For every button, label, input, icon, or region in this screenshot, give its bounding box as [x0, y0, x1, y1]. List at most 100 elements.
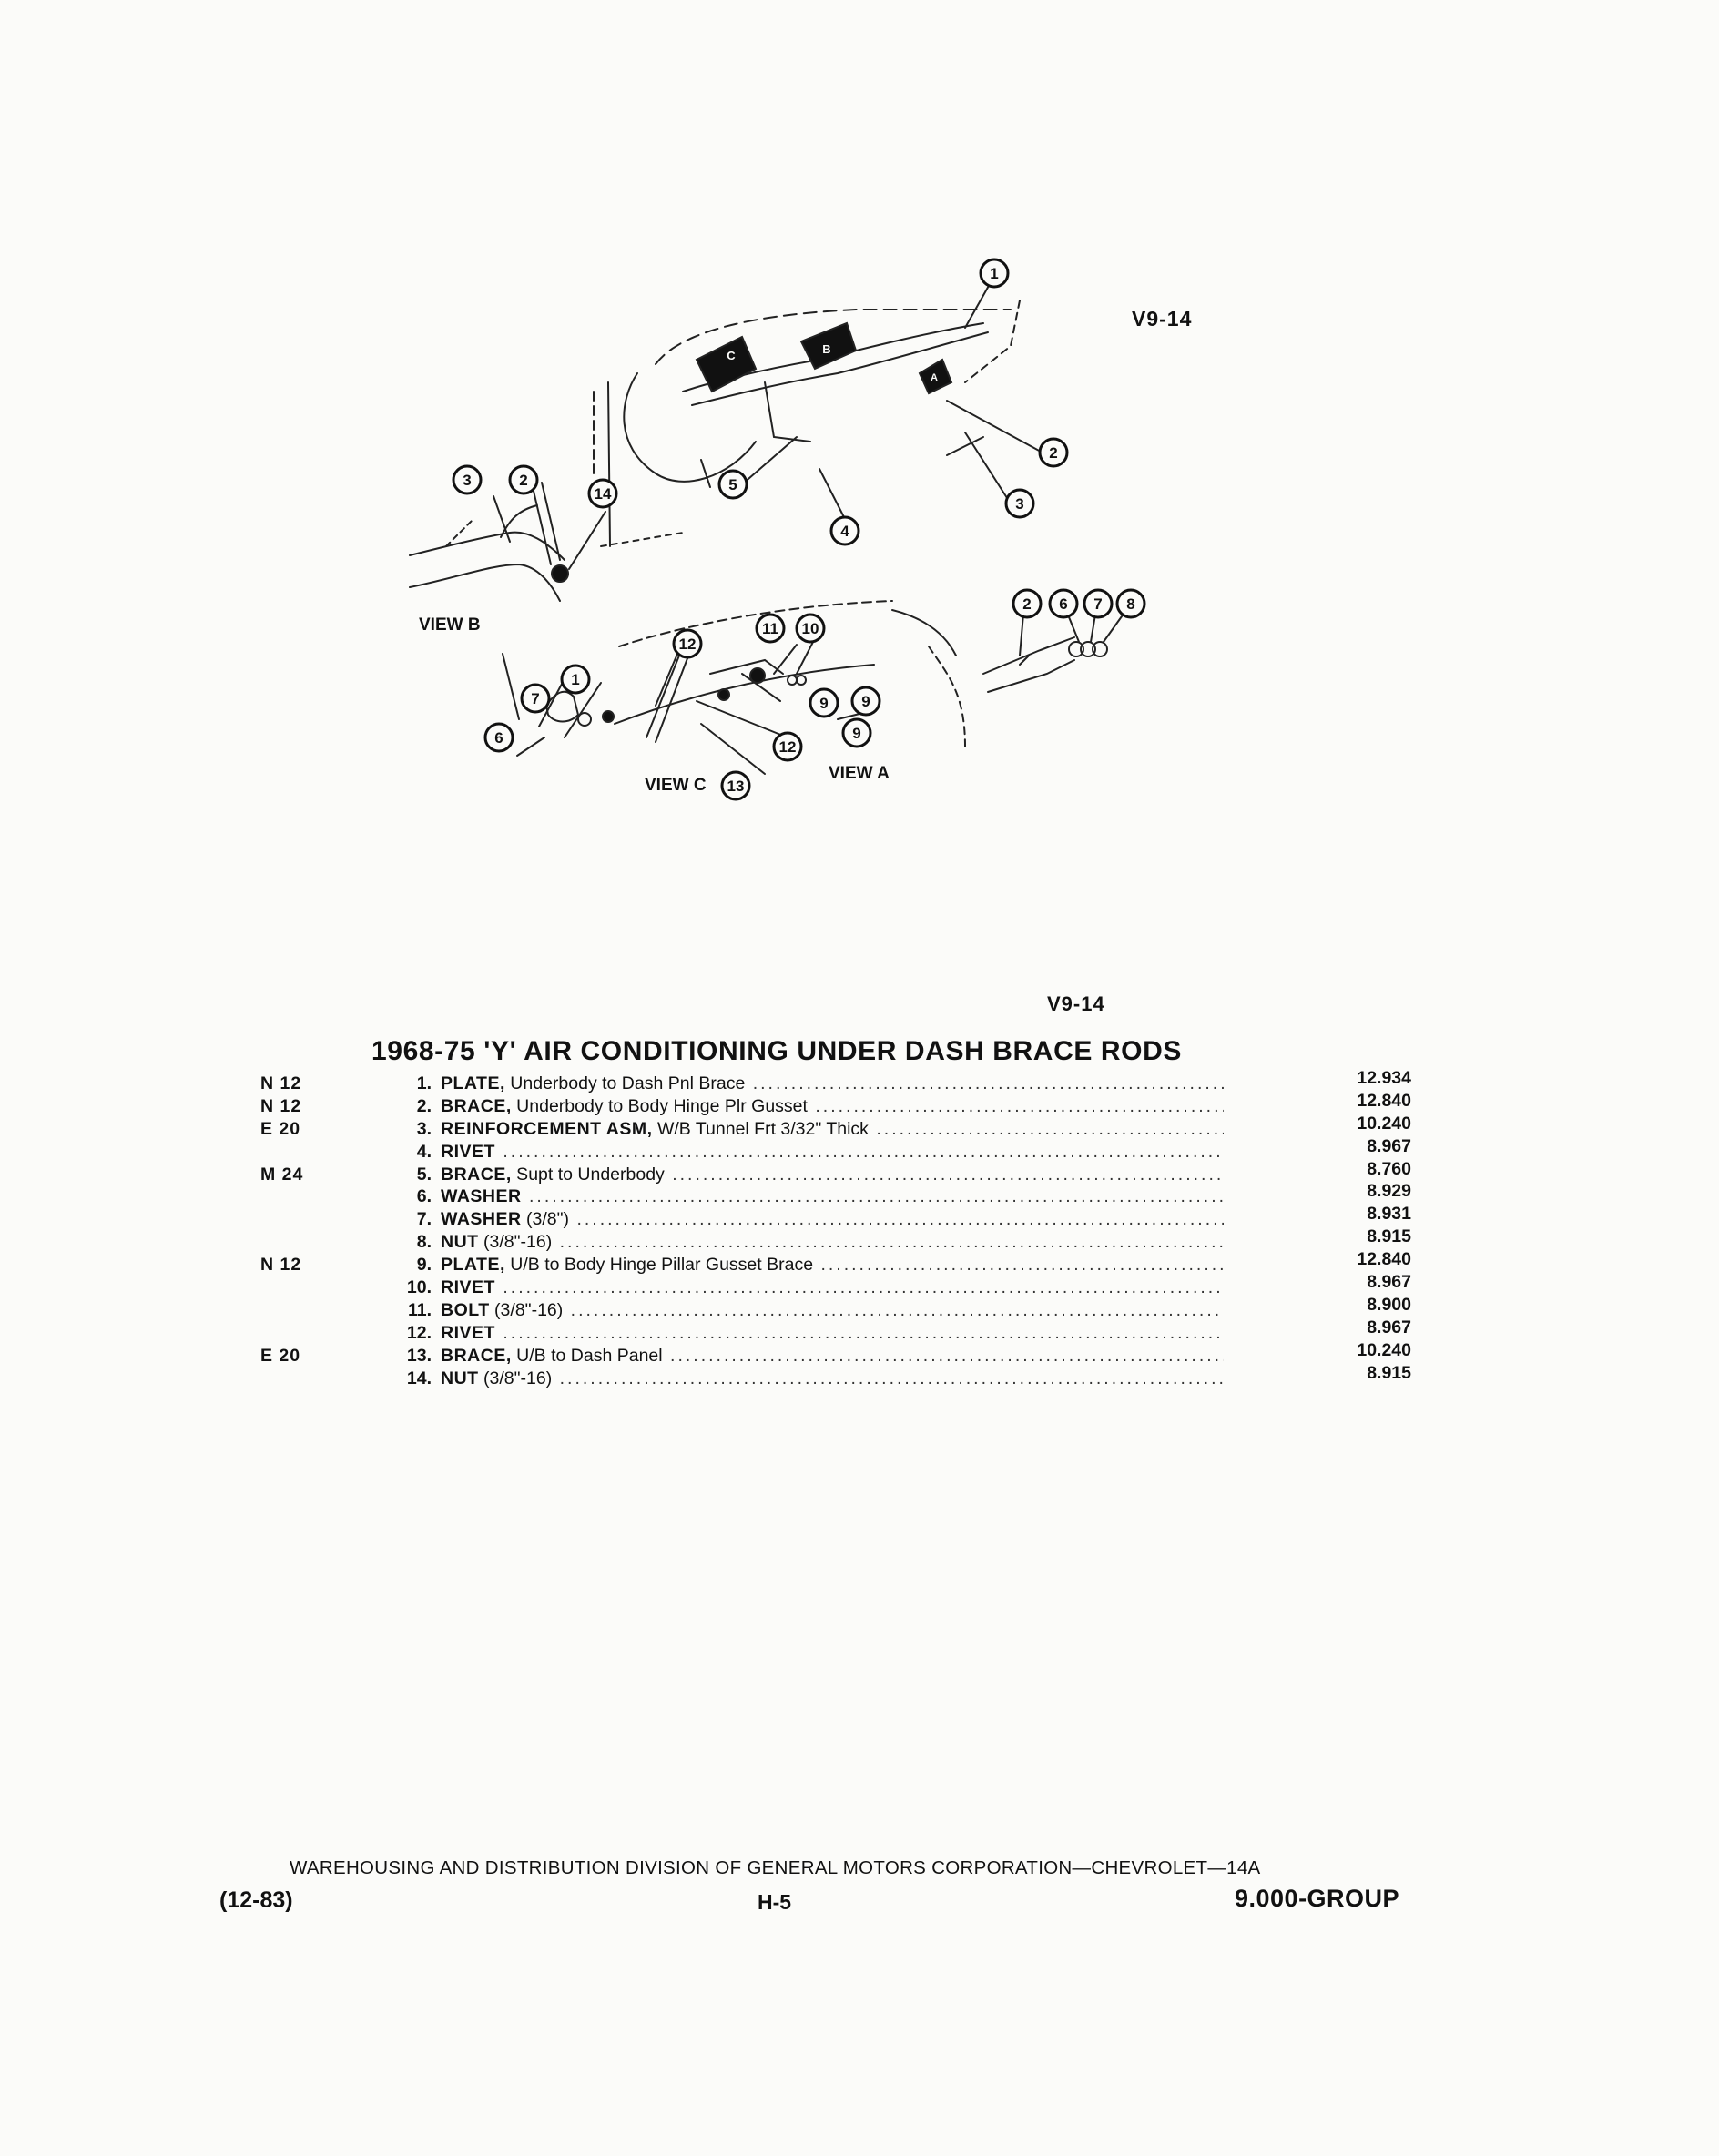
- svg-text:1: 1: [990, 265, 998, 282]
- leader-dots: ........................................…: [559, 1368, 1224, 1388]
- svg-text:C: C: [727, 349, 736, 362]
- part-row: 11.BOLT (3/8"-16) ......................…: [255, 1295, 1411, 1322]
- part-row: 4.RIVET ................................…: [255, 1136, 1411, 1164]
- footer-group: 9.000-GROUP: [1235, 1885, 1400, 1912]
- part-description: BRACE, U/B to Dash Panel ...............…: [441, 1345, 1224, 1368]
- callout-circles: [452, 258, 1146, 801]
- part-row: 6.WASHER ...............................…: [255, 1181, 1411, 1208]
- leader-dots: ........................................…: [503, 1322, 1224, 1343]
- leader-dots: ........................................…: [559, 1232, 1224, 1253]
- part-price: 12.840: [1357, 1249, 1411, 1270]
- part-number: 12.: [406, 1322, 432, 1343]
- part-number: 6.: [416, 1186, 432, 1207]
- part-row: N 12 9. PLATE, U/B to Body Hinge Pillar Gu…: [255, 1249, 1411, 1276]
- part-detail: Underbody to Dash Pnl Brace: [504, 1073, 746, 1093]
- part-price: 8.900: [1367, 1294, 1411, 1315]
- svg-text:11: 11: [762, 620, 778, 637]
- part-name: RIVET: [441, 1322, 495, 1343]
- leader-dots: ........................................…: [670, 1345, 1224, 1366]
- part-row: 14. NUT (3/8"-16) .......................…: [255, 1363, 1411, 1390]
- part-price: 10.240: [1357, 1113, 1411, 1134]
- leader-dots: ........................................…: [570, 1299, 1224, 1320]
- leader-dots: ........................................…: [815, 1095, 1224, 1116]
- diagram-ref-code: V9-14: [1132, 307, 1193, 331]
- exploded-parts-diagram: 1 2 3 4 5 3 2 14 12 11 10 9 12 13 1 7 6 …: [409, 258, 1146, 801]
- leader-dots: ........................................…: [820, 1255, 1224, 1276]
- part-name: NUT: [441, 1232, 479, 1253]
- svg-text:12: 12: [779, 738, 797, 756]
- part-name: BRACE,: [441, 1095, 512, 1116]
- part-price: 8.915: [1367, 1362, 1411, 1383]
- part-detail: U/B to Body Hinge Pillar Gusset Brace: [504, 1255, 814, 1276]
- svg-text:2: 2: [1022, 595, 1031, 613]
- part-row: 8. NUT (3/8"-16) ........................…: [255, 1226, 1411, 1254]
- part-detail: Underbody to Body Hinge Plr Gusset: [511, 1095, 808, 1116]
- part-price: 12.840: [1357, 1090, 1411, 1111]
- footer-date: (12-83): [219, 1887, 293, 1913]
- part-row: N 12 2. BRACE, Underbody to Body Hinge Plr…: [255, 1091, 1411, 1118]
- svg-text:2: 2: [519, 472, 527, 489]
- part-name: REINFORCEMENT ASM,: [441, 1118, 653, 1139]
- svg-text:4: 4: [840, 523, 849, 540]
- part-code: E 20: [260, 1345, 301, 1366]
- part-price: 8.929: [1367, 1181, 1411, 1202]
- svg-text:A: A: [931, 372, 938, 383]
- part-code: E 20: [260, 1118, 301, 1139]
- part-number: 8.: [416, 1232, 432, 1253]
- footer-page-number: H-5: [758, 1890, 792, 1914]
- part-detail: (3/8"-16): [478, 1232, 553, 1253]
- leader-dots: ........................................…: [503, 1141, 1224, 1162]
- part-code: N 12: [260, 1255, 302, 1276]
- part-row: 7.WASHER (3/8") ........................…: [255, 1204, 1411, 1231]
- view-b-label: VIEW B: [419, 615, 481, 635]
- part-row: 12. RIVET ...............................…: [255, 1317, 1411, 1345]
- part-number: 7.: [416, 1209, 432, 1230]
- svg-text:7: 7: [1093, 595, 1102, 613]
- part-price: 10.240: [1357, 1339, 1411, 1360]
- part-detail: (3/8"-16): [489, 1299, 564, 1320]
- svg-text:2: 2: [1049, 444, 1057, 462]
- view-a-label: VIEW A: [829, 764, 890, 783]
- part-price: 8.915: [1367, 1226, 1411, 1247]
- leader-dots: ........................................…: [503, 1277, 1224, 1298]
- svg-text:B: B: [822, 342, 830, 356]
- part-name: NUT: [441, 1368, 479, 1388]
- part-description: REINFORCEMENT ASM, W/B Tunnel Frt 3/32" …: [441, 1118, 1224, 1141]
- part-code: N 12: [260, 1073, 302, 1093]
- part-description: RIVET ..................................…: [441, 1141, 1224, 1164]
- part-number: 9.: [416, 1255, 432, 1276]
- part-name: WASHER: [441, 1186, 522, 1207]
- leader-dots: ........................................…: [672, 1164, 1224, 1185]
- part-description: BRACE, Underbody to Body Hinge Plr Gusse…: [441, 1095, 1224, 1118]
- part-price: 8.931: [1367, 1204, 1411, 1225]
- svg-text:6: 6: [494, 729, 503, 747]
- part-description: BOLT (3/8"-16) .........................…: [441, 1299, 1224, 1322]
- part-number: 1.: [416, 1073, 432, 1093]
- part-name: BRACE,: [441, 1164, 512, 1185]
- part-price: 8.760: [1367, 1158, 1411, 1179]
- part-code: N 12: [260, 1095, 302, 1116]
- part-number: 2.: [416, 1095, 432, 1116]
- svg-text:9: 9: [819, 695, 828, 712]
- part-description: NUT (3/8"-16) ..........................…: [441, 1231, 1224, 1254]
- svg-text:9: 9: [861, 693, 870, 710]
- footer-division: WAREHOUSING AND DISTRIBUTION DIVISION OF…: [290, 1857, 1261, 1878]
- part-code: M 24: [260, 1164, 304, 1185]
- part-number: 14.: [406, 1368, 432, 1388]
- part-detail: (3/8"-16): [478, 1368, 553, 1388]
- svg-text:9: 9: [852, 725, 860, 742]
- part-description: PLATE, U/B to Body Hinge Pillar Gusset B…: [441, 1254, 1224, 1276]
- svg-text:1: 1: [571, 671, 579, 688]
- part-name: BOLT: [441, 1299, 490, 1320]
- part-description: RIVET ..................................…: [441, 1276, 1224, 1299]
- svg-text:6: 6: [1059, 595, 1067, 613]
- svg-text:13: 13: [727, 778, 745, 795]
- section-ref-code: V9-14: [1047, 992, 1105, 1015]
- svg-text:3: 3: [463, 472, 471, 489]
- svg-text:5: 5: [728, 476, 737, 493]
- part-name: BRACE,: [441, 1345, 512, 1366]
